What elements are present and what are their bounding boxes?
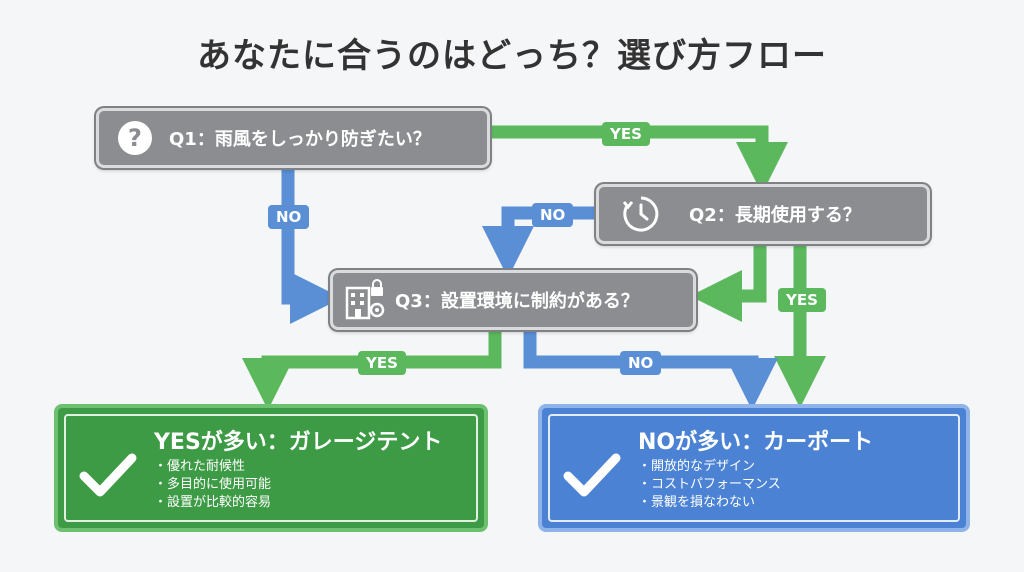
arrow-q1-yes bbox=[490, 125, 788, 194]
question-box-q1: ? Q1：雨風をしっかり防ぎたい？ bbox=[96, 108, 490, 168]
result-frame bbox=[64, 414, 478, 522]
list-item: 多目的に使用可能 bbox=[154, 476, 271, 494]
result-title-carport: NOが多い：カーポート bbox=[638, 430, 874, 455]
label-q2-yes: YES bbox=[778, 288, 826, 312]
result-garage-tent: YESが多い：ガレージテント 優れた耐候性 多目的に使用可能 設置が比較的容易 bbox=[54, 404, 488, 532]
check-icon bbox=[79, 453, 137, 497]
building-lock-icon bbox=[345, 279, 385, 320]
list-item: 設置が比較的容易 bbox=[154, 494, 271, 512]
question-box-q3: Q3：設置環境に制約がある？ bbox=[330, 270, 696, 330]
question-text-q3: Q3：設置環境に制約がある？ bbox=[395, 291, 639, 312]
result-carport: NOが多い：カーポート 開放的なデザイン コストパフォーマンス 景観を損なわない bbox=[538, 404, 970, 532]
result-frame bbox=[548, 414, 960, 522]
question-box-q2: Q2：長期使用する？ bbox=[596, 184, 930, 244]
result-points-carport: 開放的なデザイン コストパフォーマンス 景観を損なわない bbox=[638, 458, 781, 512]
label-q1-yes: YES bbox=[602, 122, 650, 146]
list-item: 景観を損なわない bbox=[638, 494, 781, 512]
arrow-q2-to-q3 bbox=[690, 245, 767, 322]
arrow-q1-no bbox=[281, 168, 342, 324]
check-icon bbox=[563, 453, 621, 497]
result-title-garage: YESが多い：ガレージテント bbox=[154, 430, 443, 455]
result-points-garage: 優れた耐候性 多目的に使用可能 設置が比較的容易 bbox=[154, 458, 271, 512]
label-q3-no: NO bbox=[620, 351, 662, 375]
svg-text:?: ? bbox=[128, 124, 142, 152]
question-icon: ? bbox=[118, 121, 152, 155]
clock-icon bbox=[622, 196, 659, 232]
label-q3-yes: YES bbox=[358, 351, 406, 375]
list-item: コストパフォーマンス bbox=[638, 476, 781, 494]
list-item: 開放的なデザイン bbox=[638, 458, 781, 476]
list-item: 優れた耐候性 bbox=[154, 458, 271, 476]
question-text-q1: Q1：雨風をしっかり防ぎたい？ bbox=[169, 129, 431, 150]
label-q2-no: NO bbox=[532, 203, 574, 227]
label-q1-no: NO bbox=[268, 205, 310, 229]
question-text-q2: Q2：長期使用する？ bbox=[689, 205, 861, 226]
page-title: あなたに合うのはどっち？選び方フロー bbox=[197, 36, 827, 76]
